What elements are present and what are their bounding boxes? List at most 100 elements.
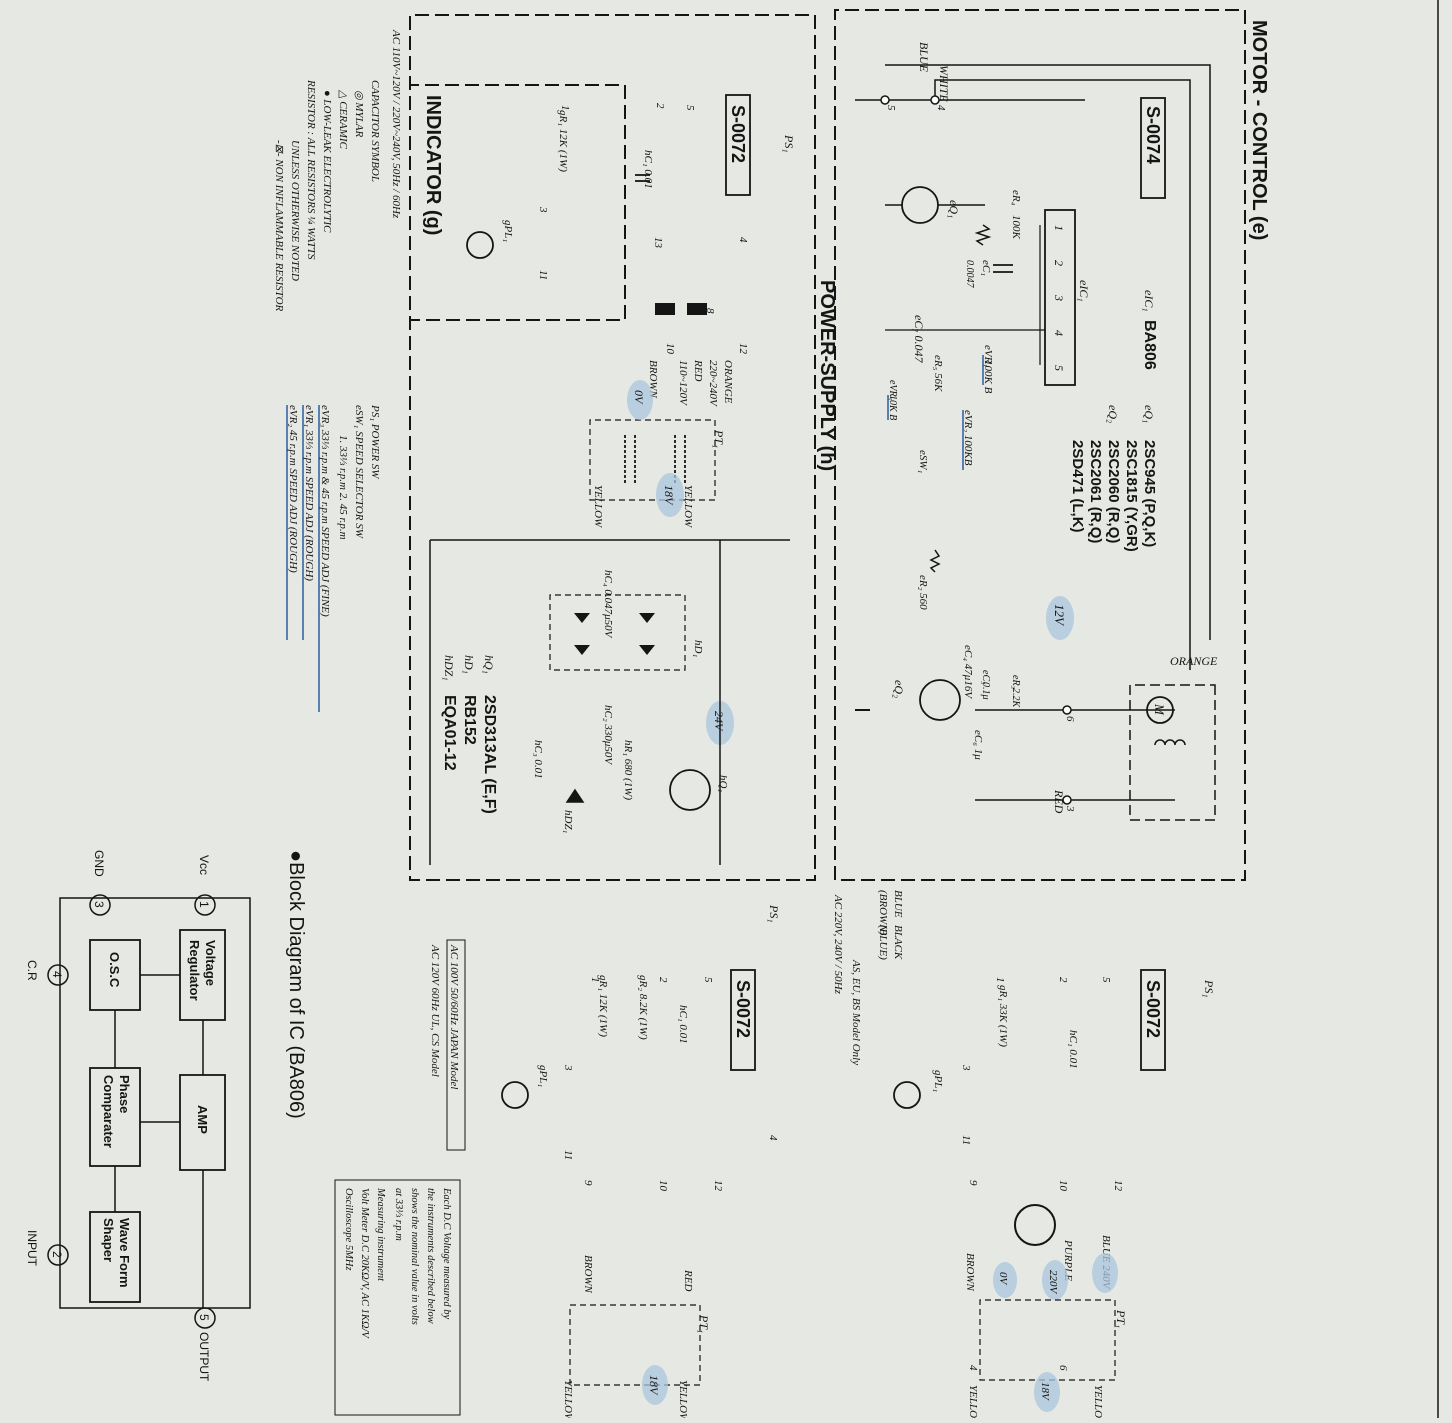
tap-18v: 18V xyxy=(662,485,676,506)
board-pin-5: 5 xyxy=(885,105,897,111)
wire-yellow-2: YELLOW xyxy=(592,485,604,528)
ec6-label: eC₆ 1μ xyxy=(972,730,984,760)
part-ref-2: hDZ₁ xyxy=(442,655,456,681)
alt1-pt: PT₁ xyxy=(697,1314,711,1333)
alt2-yellow-2: YELLOW xyxy=(967,1385,979,1418)
alt2-pin-11: 11 xyxy=(960,1135,972,1145)
note-line-6: Oscilloscope 5MHz xyxy=(343,1188,354,1271)
alt1-transformer xyxy=(569,1304,701,1386)
block-voltage-regulator-2: Regulator xyxy=(187,940,202,1001)
alt2-voltage-selector[interactable] xyxy=(1014,1204,1056,1246)
lamp-gpl1 xyxy=(466,231,494,259)
alt2-transformer xyxy=(979,1299,1116,1381)
board-pin-4: 4 xyxy=(935,105,947,111)
alt1-model-box xyxy=(446,939,466,1151)
er3-label: eR₃ xyxy=(1010,675,1021,690)
alt2-wire-black: BLACK xyxy=(892,925,904,960)
power-supply-boundary xyxy=(409,14,816,881)
pin-4: 4 xyxy=(737,237,749,243)
alt-eu-section: BLUE (BROWN) BLACK (BLUE) AC 220V, 240V … xyxy=(832,890,1216,1423)
alt1-model: AC 100V 50/60Hz JAPAN Model xyxy=(448,944,460,1089)
er2-label: eR₂ 560 xyxy=(917,575,929,610)
transistor-eq2 xyxy=(919,679,961,721)
ps1-label: PS₁ xyxy=(782,134,796,153)
transistor-type-0: 2SC945 (P,Q,K) xyxy=(1141,440,1158,547)
pin-3: 3 xyxy=(537,206,549,213)
switch-board-alt2-box xyxy=(1140,969,1166,1071)
alt1-hc1: hC₁ 0.01 xyxy=(677,1005,689,1044)
transistor-list: eQ₁ 2SC945 (P,Q,K) 2SC1815 (Y,GR) eQ₂ 2S… xyxy=(1069,405,1158,552)
ic-pin-2: 2 xyxy=(1052,260,1066,266)
evr1-value: 100K B xyxy=(982,360,994,394)
motor-box xyxy=(1129,684,1216,821)
motor-coil xyxy=(1154,739,1186,746)
wire-blue xyxy=(885,64,1211,640)
alt-japan-section: S-0072 PS₁ gR₁ 12K (1W) gR₂ 8.2K (1W) hC… xyxy=(429,904,781,1423)
alt1-yellow-1: YELLOW xyxy=(677,1380,689,1418)
alt2-0v: 0V xyxy=(997,1272,1009,1286)
block-osc-label: O.S.C xyxy=(107,952,122,988)
alt2-240v-highlight xyxy=(1092,1253,1118,1293)
resistor-er4 xyxy=(974,224,992,246)
transistor-type-4: 2SD471 (L,K) xyxy=(1069,440,1086,533)
block-pin-5-label: 5 xyxy=(197,1314,211,1321)
alt1-pin-4: 4 xyxy=(767,1135,779,1141)
node-4 xyxy=(930,95,940,105)
ec1-value: 0.0047 xyxy=(964,260,975,289)
bridge-box xyxy=(549,594,686,671)
alt2-gpl1: gPL₁ xyxy=(932,1070,944,1092)
alt1-pin-12: 12 xyxy=(712,1180,724,1192)
legend-evr1: eVR₁ 33⅓ r.p.m SPEED ADJ (ROUGH) xyxy=(303,405,315,581)
alt2-pin-12: 12 xyxy=(1112,1180,1124,1192)
indicator-title: INDICATOR (g) xyxy=(422,95,444,235)
block-pin-4-label: 4 xyxy=(50,971,64,978)
alt1-model2: AC 120V 60Hz UL, CS Model xyxy=(429,944,441,1077)
transformer-label: PT₁ xyxy=(712,429,726,448)
wire-yellow-1: YELLOW xyxy=(682,485,694,528)
alt2-model: AS, EU, BS Model Only xyxy=(850,959,862,1065)
alt2-pin-3: 3 xyxy=(960,1064,972,1071)
block-vcc: Vcc xyxy=(197,855,211,875)
fuse-8 xyxy=(687,303,707,315)
er4-value: 100K xyxy=(1010,215,1022,240)
transistor-type-3: 2SC2061 (R,Q) xyxy=(1087,440,1104,543)
gpl1-label: gPL₁ xyxy=(502,220,514,242)
ic-ba806-box xyxy=(1044,209,1076,386)
wire-orange-label: ORANGE xyxy=(1170,654,1218,668)
alt1-ps1: PS₁ xyxy=(767,904,781,923)
transistor-ref-0: eQ₁ xyxy=(1142,405,1156,423)
alt2-pt: PT₁ xyxy=(1114,1309,1128,1328)
transistor-hq1 xyxy=(669,769,711,811)
alt1-lamp xyxy=(501,1081,529,1109)
ic-type-label-ref: eIC₁ xyxy=(1142,290,1156,312)
switch-board-main-label: S-0074 xyxy=(1143,106,1163,164)
alt2-wire-black-2: (BLUE) xyxy=(877,925,889,960)
alt2-wire-blue-2: (BROWN) xyxy=(877,890,889,936)
switch-board-psu-box xyxy=(725,94,751,196)
alt2-pin-6: 6 xyxy=(1057,1365,1069,1371)
ic-pin-3: 3 xyxy=(1052,294,1066,301)
transformer-box xyxy=(589,419,716,501)
power-supply-title: POWER-SUPPLY (h) xyxy=(816,280,838,471)
evr3-value: 10K B xyxy=(887,395,898,420)
voltage-24v: 24V xyxy=(712,711,726,732)
power-supply-section: POWER-SUPPLY (h) S-0072 PS₁ PT₁ ORANGE 2… xyxy=(390,14,838,881)
alt2-pin-10: 10 xyxy=(1057,1180,1069,1192)
er5-label: eR₅ 56K xyxy=(932,355,944,392)
alt2-wire-blue: BLUE xyxy=(892,890,904,918)
part-2: EQA01-12 xyxy=(441,695,458,771)
wire-white xyxy=(934,79,1191,670)
alt1-pin-2: 2 xyxy=(657,977,669,983)
ic-pin-4: 4 xyxy=(1052,330,1066,336)
alt1-18v-highlight xyxy=(642,1365,668,1405)
hdz1-label: hDZ₁ xyxy=(562,810,574,834)
alt1-red: RED xyxy=(682,1269,694,1291)
ec7-label: eC₇ 0.047 xyxy=(912,315,926,364)
ec5-label: eC₅ xyxy=(980,670,991,685)
ic-ref-label: eIC₁ xyxy=(1077,280,1091,302)
wire-red: RED xyxy=(692,359,704,381)
tap-18v-highlight xyxy=(656,473,684,517)
measurement-note: Each D.C Voltage measured by the instrum… xyxy=(334,1179,461,1416)
motor-control-title: MOTOR - CONTROL (e) xyxy=(1248,20,1270,240)
